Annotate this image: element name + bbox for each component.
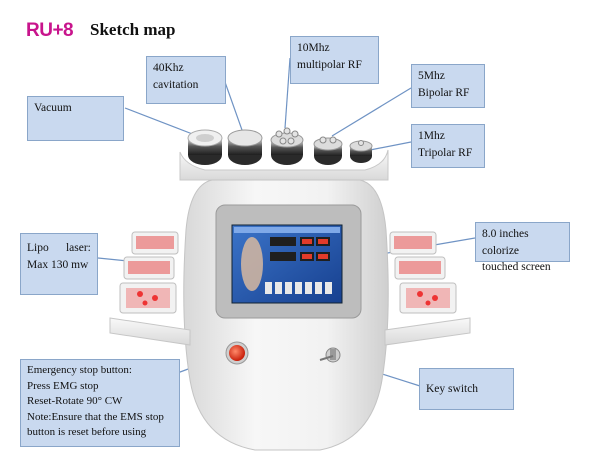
leader-tripolar [369,141,412,151]
screen-figure [241,237,263,291]
callout-tripolar-rf: 1Mhz Tripolar RF [411,124,485,168]
leader-multipolar [284,57,291,129]
callout-tripolar-line1: 1Mhz [418,130,445,142]
callout-emergency-stop: Emergency stop button: Press EMG stop Re… [20,359,180,447]
callout-key-line1: Key switch [426,383,479,395]
key-switch [319,347,341,363]
page-title: Sketch map [90,20,176,39]
callout-vacuum: Vacuum [27,96,124,141]
callout-lipo-line2: Max 130 mw [27,258,89,271]
callout-bipolar-line2: Bipolar RF [418,86,470,99]
callout-lipo-laser: Lipo laser: Max 130 mw [20,233,98,295]
callout-emergency-line1: Emergency stop button: [27,364,132,376]
multipolar-rf-handpiece [270,127,304,165]
left-wing [109,317,191,346]
handpiece-tray [179,149,389,181]
lipo-pads-right [389,231,457,314]
callout-multipolar-line1: 10Mhz [297,42,330,54]
callout-emergency-line5: button is reset before using [27,426,147,439]
leader-bipolar [331,87,412,137]
emergency-stop-button [225,341,249,365]
screen-digits [302,239,328,259]
callout-screen: 8.0 inches colorize touched screen [475,222,570,273]
right-wing [384,317,471,346]
callout-emergency-line3: Reset-Rotate 90° CW [27,395,123,408]
callout-screen-line2: touched screen [482,261,551,274]
tripolar-rf-handpiece [349,140,373,163]
callout-screen-line1: 8.0 inches colorize [482,228,529,257]
callout-vacuum-line1: Vacuum [34,102,72,114]
leader-vacuum [124,107,196,136]
callout-cavitation-line2: cavitation [153,78,199,91]
bipolar-rf-handpiece [313,136,343,165]
callout-bipolar-line1: 5Mhz [418,70,445,82]
callout-emergency-line4: Note:Ensure that the EMS stop [27,410,164,423]
brand-logo: RU+8 [26,20,74,41]
callout-tripolar-line2: Tripolar RF [418,146,473,159]
screen-title-bar [234,227,340,233]
screen-bottom-buttons [265,282,332,294]
callout-cavitation: 40Khz cavitation [146,56,226,104]
callout-cavitation-line1: 40Khz [153,62,184,74]
callout-key-switch: Key switch [419,368,514,410]
callout-bipolar-rf: 5Mhz Bipolar RF [411,64,485,108]
callout-multipolar-rf: 10Mhz multipolar RF [290,36,379,84]
cavitation-handpiece [227,129,263,165]
callout-multipolar-line2: multipolar RF [297,58,362,71]
lipo-pads-left [119,231,179,314]
callout-emergency-line2: Press EMG stop [27,379,99,392]
callout-lipo-line1: Lipo laser: [27,242,91,254]
vacuum-handpiece [187,129,223,165]
